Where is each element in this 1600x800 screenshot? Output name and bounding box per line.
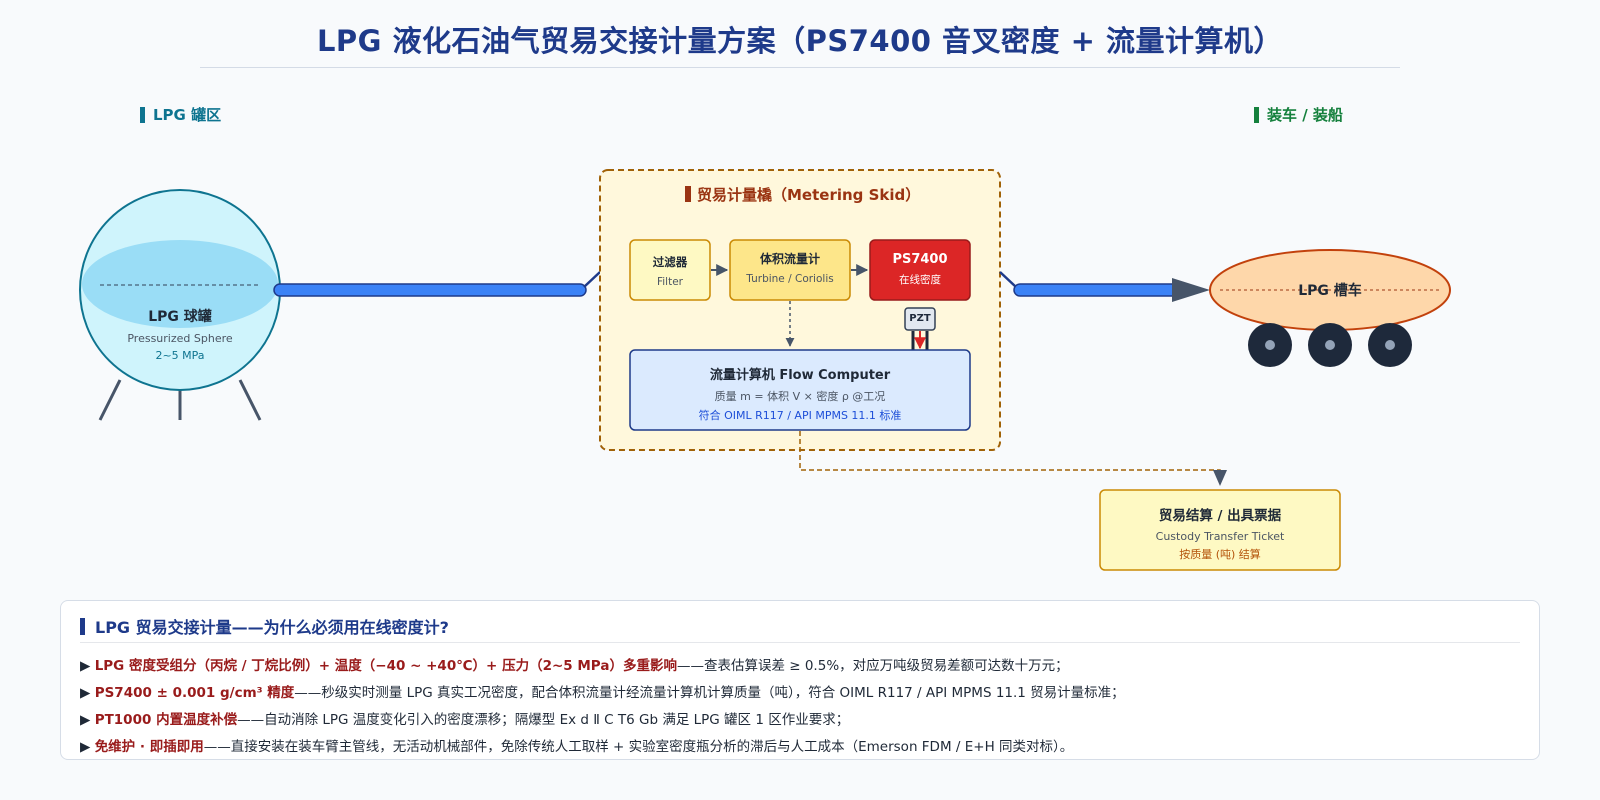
point-text: ——秒级实时测量 LPG 真实工况密度，配合体积流量计经流量计算机计算质量（吨）… (294, 685, 1125, 701)
panel-point: ▶ PT1000 内置温度补偿——自动消除 LPG 温度变化引入的密度漂移；隔爆… (80, 708, 849, 728)
sphere-leg (98, 379, 122, 421)
bullet-icon: ▶ (80, 685, 91, 701)
explanation-panel (60, 600, 1540, 760)
zone-label-tank-area: LPG 罐区 (140, 104, 221, 125)
tanker-wheel (1248, 323, 1292, 367)
sphere-liquid (82, 240, 278, 328)
panel-point: ▶ 免维护 · 即插即用——直接安装在装车臂主管线，无活动机械部件，免除传统人工… (80, 735, 1073, 755)
flow-computer-label: 流量计算机 Flow Computer 质量 m = 体积 V × 密度 ρ @… (630, 364, 970, 423)
bullet-icon: ▶ (80, 739, 91, 755)
filter-box (629, 239, 711, 301)
sphere-subtitle: Pressurized Sphere (127, 332, 233, 345)
panel-title-marker (80, 617, 85, 635)
inlet-pipe (273, 283, 587, 297)
flowmeter-label: 体积流量计 Turbine / Coriolis (730, 250, 850, 285)
ps7400-name: PS7400 (892, 252, 948, 267)
outlet-flow-arrow (1172, 278, 1210, 302)
ticket-name: 贸易结算 / 出具票据 (1158, 508, 1282, 524)
outlet-pipe (1013, 283, 1185, 297)
point-highlight: PS7400 ± 0.001 g/cm³ 精度 (94, 685, 295, 701)
ticket-arrow-head (1213, 470, 1227, 486)
tanker-label: LPG 槽车 (1298, 283, 1362, 299)
zone-marker (1254, 106, 1259, 123)
flowmeter-name: 体积流量计 (759, 252, 820, 266)
sphere-pressure: 2~5 MPa (155, 349, 205, 362)
bullet-icon: ▶ (80, 712, 91, 728)
sphere-leg (238, 379, 262, 421)
point-text: ——直接安装在装车臂主管线，无活动机械部件，免除传统人工取样 + 实验室密度瓶分… (203, 739, 1074, 755)
outlet-pipe-elbow (999, 271, 1017, 288)
panel-title-text: LPG 贸易交接计量——为什么必须用在线密度计? (95, 618, 449, 637)
tanker-wheel (1368, 323, 1412, 367)
flow-computer-box (629, 349, 971, 431)
flow-computer-standard: 符合 OIML R117 / API MPMS 11.1 标准 (698, 409, 902, 422)
filter-name: 过滤器 (652, 255, 688, 269)
point-highlight: LPG 密度受组分（丙烷 / 丁烷比例）+ 温度（−40 ~ +40℃）+ 压力… (94, 658, 677, 674)
process-diagram (79, 169, 1451, 571)
ticket-note: 按质量 (吨) 结算 (1179, 548, 1261, 561)
title-divider (200, 67, 1400, 68)
page-title: LPG 液化石油气贸易交接计量方案（PS7400 音叉密度 + 流量计算机） (316, 24, 1284, 58)
ticket-subtitle: Custody Transfer Ticket (1155, 530, 1285, 543)
panel-point: ▶ PS7400 ± 0.001 g/cm³ 精度——秒级实时测量 LPG 真实… (80, 681, 1125, 701)
filter-label: 过滤器 Filter (630, 254, 710, 288)
bullet-icon: ▶ (80, 658, 91, 674)
tanker-wheel (1308, 323, 1352, 367)
skid-title-marker (685, 186, 691, 202)
panel-divider (80, 642, 1520, 643)
flow-computer-name: 流量计算机 Flow Computer (709, 368, 891, 383)
zone-loading-text: 装车 / 装船 (1267, 106, 1343, 124)
flowmeter-subtitle: Turbine / Coriolis (746, 273, 834, 285)
sphere-name: LPG 球罐 (148, 309, 212, 325)
filter-subtitle: Filter (656, 276, 683, 288)
zone-tank-text: LPG 罐区 (153, 106, 222, 124)
point-text: ——查表估算误差 ≥ 0.5%，对应万吨级贸易差额可达数十万元； (676, 658, 1069, 674)
zone-label-loading: 装车 / 装船 (1254, 104, 1343, 125)
ps7400-label: PS7400 在线密度 (870, 252, 970, 287)
pzt-sensor (904, 307, 936, 331)
point-highlight: PT1000 内置温度补偿 (94, 712, 238, 728)
flow-computer-formula: 质量 m = 体积 V × 密度 ρ @工况 (714, 390, 886, 403)
inlet-pipe-elbow (583, 271, 601, 288)
zone-marker (140, 106, 145, 123)
point-text: ——自动消除 LPG 温度变化引入的密度漂移；隔爆型 Ex d Ⅱ C T6 G… (237, 712, 850, 728)
ticket-label: 贸易结算 / 出具票据 Custody Transfer Ticket 按质量 … (1100, 504, 1340, 562)
flowmeter-box (729, 239, 851, 301)
panel-title: LPG 贸易交接计量——为什么必须用在线密度计? (80, 614, 449, 638)
pzt-label: PZT (909, 313, 931, 324)
skid-title: 贸易计量橇（Metering Skid） (697, 186, 921, 204)
panel-point: ▶ LPG 密度受组分（丙烷 / 丁烷比例）+ 温度（−40 ~ +40℃）+ … (80, 654, 1069, 674)
sphere-label: LPG 球罐 Pressurized Sphere 2~5 MPa (100, 306, 260, 362)
ps7400-box (869, 239, 971, 301)
ticket-box (1099, 489, 1341, 571)
ps7400-subtitle: 在线密度 (899, 274, 941, 286)
point-highlight: 免维护 · 即插即用 (94, 739, 204, 755)
